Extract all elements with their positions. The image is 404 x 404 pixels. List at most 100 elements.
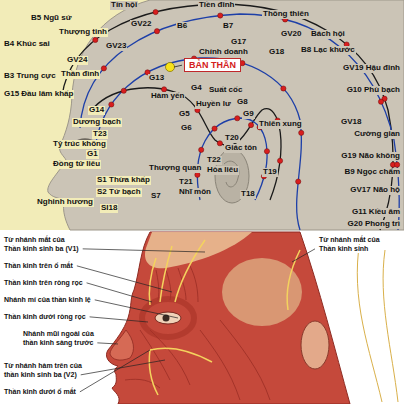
acupoint-label: S2 Tứ bạch: [96, 188, 142, 197]
nerve-label: Thần kinh trên ròng rọc: [3, 279, 84, 287]
acupoint-label: G4: [190, 84, 203, 93]
acupoint-dot: [235, 116, 240, 121]
acupoint-label: GV24: [66, 56, 88, 65]
acupoint-label: B4 Khúc sai: [3, 40, 51, 49]
acupoint-label: Tỷ trúc không: [52, 140, 107, 149]
acupoint-label: Nhĩ môn: [178, 188, 212, 197]
acupoint-label: Hàm yến: [150, 92, 185, 101]
acupoint-label: Đồng tử liêu: [52, 160, 101, 169]
acupoint-label: T19: [262, 168, 278, 177]
muscle-fibres: [125, 266, 270, 400]
leader-line: [87, 283, 152, 302]
acupoint-label: Bách hội: [310, 30, 346, 39]
acupoint-dot: [153, 9, 158, 14]
acupoint-label: Chính doanh: [198, 48, 249, 57]
acupoint-label: T21: [178, 178, 194, 187]
acupoint-label: G19 Não không: [340, 152, 401, 161]
acupoint-label: Cường gian: [353, 130, 401, 139]
highlight-point: [166, 63, 175, 72]
acupoint-dot: [93, 37, 98, 42]
acupoint-label: T23: [92, 130, 108, 139]
acupoint-dot: [218, 13, 223, 18]
nerve-label: Nhánh mí của thần kinh lệ: [3, 296, 92, 304]
acupoint-label: B9 Ngọc chẩm: [343, 168, 401, 177]
acupoint-label: B6: [176, 22, 188, 31]
nerve-label: thần kinh sinh ba (V2): [3, 371, 78, 379]
nerve-label: Từ nhánh hàm trên của: [3, 362, 83, 370]
acupoint-label: G5: [178, 110, 191, 119]
acupoint-dot: [154, 29, 159, 34]
acupoint-label: Huyền lư: [195, 100, 232, 109]
acupoint-label: T22: [206, 156, 222, 165]
leader-line: [80, 350, 150, 392]
panel-ground: [0, 232, 404, 404]
acupoint-label: GV20: [280, 30, 302, 39]
leader-line: [83, 249, 205, 252]
leader-line: [174, 65, 182, 67]
acupoint-label: Thượng quan: [148, 164, 202, 173]
panel-ground: [0, 0, 404, 230]
nerve-label: Thần kinh sinh ba (V1): [3, 245, 80, 253]
acupoint-label: GV22: [130, 20, 152, 29]
acupoint-label: Thiên xung: [258, 120, 303, 129]
acupoint-label: Tín hội: [110, 1, 138, 10]
leader-line: [97, 343, 118, 344]
acupoint-dot: [212, 126, 217, 131]
acupoint-dot: [378, 99, 383, 104]
acupoint-label: GV18: [340, 118, 362, 127]
acupoint-label: G11 Kiều âm: [351, 208, 401, 217]
acupoint-dot: [199, 147, 204, 152]
acupoint-label: Dương bạch: [72, 118, 122, 127]
acupoint-label: S1 Thừa khấp: [96, 176, 151, 185]
acupoint-label: G14: [88, 106, 105, 115]
acupoint-dot: [277, 158, 282, 163]
acupoint-dot: [109, 102, 114, 107]
acupoint-label: B5 Ngũ sứ: [30, 14, 72, 23]
acupoint-label: G13: [148, 74, 165, 83]
acupoint-label: S7: [150, 192, 162, 201]
acupoint-label: Hòa liêu: [206, 166, 239, 175]
acupoint-label: Thông thiên: [262, 10, 310, 19]
acupoint-label: T18: [240, 190, 256, 199]
meridian-lines: [62, 4, 399, 230]
acupoint-label: G18: [268, 48, 285, 57]
leader-line: [90, 317, 148, 322]
face-muscles: [106, 232, 350, 404]
acupoint-label: G6: [180, 124, 193, 133]
temporal-fascia: [222, 258, 302, 326]
acupoint-label: G20 Phong trì: [347, 220, 401, 229]
acupoint-label: G9: [242, 110, 255, 119]
acupoint-label: Giác tôn: [224, 144, 258, 153]
acupoint-label: GV17 Não hộ: [349, 186, 401, 195]
acupoint-label: Suất cốc: [208, 86, 243, 95]
acupoint-label: Tiền đỉnh: [198, 1, 235, 10]
nerve-label: Nhánh mũi ngoài của: [22, 330, 95, 338]
acupoint-label: G1: [86, 150, 99, 159]
nerve-label: Từ nhánh mắt của: [3, 236, 66, 244]
nerve-label: Thần kinh trên ổ mắt: [3, 262, 74, 270]
acupoint-label: G15 Đầu lâm khấp: [3, 90, 74, 99]
leader-line: [81, 360, 165, 375]
nerve-label: Từ nhánh mắt của: [318, 236, 381, 244]
acupoint-label: B3 Trung cực: [3, 72, 57, 81]
box-text: BẢN THẦN: [189, 60, 236, 70]
nerve-branches: [149, 240, 300, 395]
nerve-label: Thần kinh dưới ổ mắt: [3, 388, 77, 396]
acupoint-dot: [281, 86, 286, 91]
acupoint-label: G8: [236, 98, 249, 107]
acupoint-label: GV23: [105, 42, 127, 51]
acupoint-label: Thần đình: [60, 70, 100, 79]
acupoint-dot: [121, 88, 126, 93]
nerve-label: Thần kinh sinh: [318, 245, 369, 253]
acupoint-label: SI18: [100, 204, 118, 213]
acupoint-dot: [195, 172, 200, 177]
acupoint-label: T20: [224, 134, 240, 143]
acupoint-label: G17: [230, 38, 247, 47]
acupoint-label: Thượng tinh: [58, 28, 108, 37]
acupoint-label: Nghinh hương: [36, 198, 94, 207]
acupoint-dot: [296, 179, 301, 184]
acupoint-label: B7: [222, 22, 234, 31]
nerve-label: Thần kinh dưới ròng rọc: [3, 313, 87, 321]
head-silhouette: [48, 0, 404, 230]
